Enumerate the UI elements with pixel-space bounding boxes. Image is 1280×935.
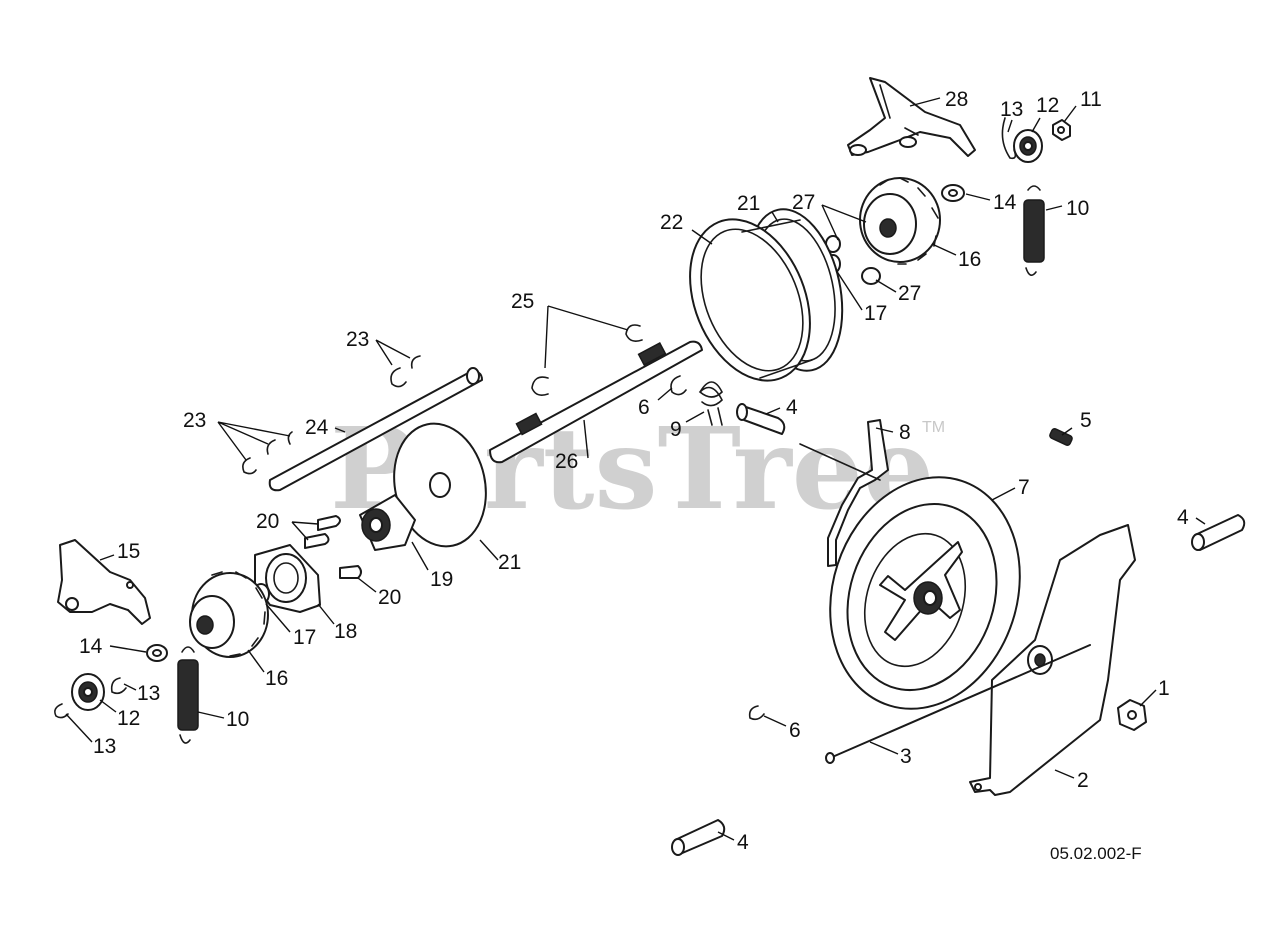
part-10-spring-upper bbox=[1023, 185, 1045, 276]
callout-19: 19 bbox=[430, 568, 453, 591]
callout-17-upper: 17 bbox=[864, 302, 887, 325]
part-15-bracket bbox=[57, 539, 151, 625]
part-12-bearing-lower bbox=[71, 673, 105, 711]
callout-10-upper: 10 bbox=[1066, 197, 1089, 220]
part-16-gear-lower bbox=[189, 571, 269, 658]
part-23-clip-b bbox=[410, 355, 421, 369]
part-20-pins-upper bbox=[304, 515, 341, 549]
callout-12-lower: 12 bbox=[117, 707, 140, 730]
part-23-clip-a bbox=[390, 367, 407, 388]
callout-15: 15 bbox=[117, 540, 140, 563]
part-23-clip-e bbox=[287, 431, 293, 445]
callout-18: 18 bbox=[334, 620, 357, 643]
callout-8: 8 bbox=[899, 421, 911, 444]
part-6-clip-lower bbox=[748, 705, 765, 721]
callout-23-upper: 23 bbox=[346, 328, 369, 351]
callout-25: 25 bbox=[511, 290, 534, 313]
part-16-gear-upper bbox=[859, 177, 941, 265]
part-4-tube-upper bbox=[736, 403, 786, 435]
part-8-link bbox=[799, 419, 889, 567]
callout-27-upper: 27 bbox=[792, 191, 815, 214]
callout-7: 7 bbox=[1018, 476, 1030, 499]
part-26-shaft bbox=[489, 340, 703, 464]
callout-26: 26 bbox=[555, 450, 578, 473]
part-11-nut bbox=[1052, 119, 1071, 141]
part-6-clip-upper bbox=[670, 375, 687, 396]
callout-9: 9 bbox=[670, 418, 682, 441]
callout-21-lower: 21 bbox=[498, 551, 521, 574]
part-28-bracket bbox=[847, 77, 976, 157]
part-3-rod bbox=[825, 644, 1091, 764]
callout-16-upper: 16 bbox=[958, 248, 981, 271]
part-2-side-plate bbox=[969, 524, 1136, 796]
part-9-spring bbox=[698, 381, 723, 426]
callout-13-upper: 13 bbox=[1000, 98, 1023, 121]
callout-3: 3 bbox=[900, 745, 912, 768]
callout-21-upper: 21 bbox=[737, 192, 760, 215]
part-19-hub bbox=[359, 494, 416, 551]
part-10-spring-lower bbox=[177, 646, 199, 744]
callout-24: 24 bbox=[305, 416, 329, 439]
callout-1: 1 bbox=[1158, 677, 1170, 700]
part-13-clip-lower-b bbox=[54, 703, 69, 719]
callout-10-lower: 10 bbox=[226, 708, 249, 731]
part-5-spring bbox=[1049, 428, 1073, 446]
part-23-clip-d bbox=[266, 439, 276, 455]
callout-22: 22 bbox=[660, 211, 683, 234]
callout-20-upper: 20 bbox=[256, 510, 279, 533]
part-13-clip-upper bbox=[1001, 117, 1017, 160]
part-25-clip-b bbox=[531, 376, 549, 396]
callout-17-lower: 17 bbox=[293, 626, 316, 649]
part-18-housing bbox=[254, 544, 321, 613]
callout-14-lower: 14 bbox=[79, 635, 103, 658]
part-4-tube-bottom bbox=[671, 819, 726, 856]
callout-13-lower-b: 13 bbox=[93, 735, 116, 758]
part-24-axle bbox=[268, 367, 483, 492]
part-23-clip-c bbox=[242, 457, 257, 475]
part-22-drum bbox=[689, 218, 813, 382]
callout-labels: 28 13 12 11 14 10 21 27 22 16 27 17 25 2… bbox=[79, 88, 1189, 854]
callout-23-lower: 23 bbox=[183, 409, 206, 432]
part-12-bearing-upper bbox=[1013, 129, 1043, 163]
callout-11: 11 bbox=[1080, 88, 1102, 111]
callout-28: 28 bbox=[945, 88, 968, 111]
watermark-trademark: TM bbox=[922, 419, 945, 436]
callout-5: 5 bbox=[1080, 409, 1092, 432]
part-13-clip-lower-a bbox=[110, 677, 127, 695]
callout-4-upper: 4 bbox=[786, 396, 798, 419]
part-21-disc-lower bbox=[393, 422, 487, 548]
callout-14-upper: 14 bbox=[993, 191, 1017, 214]
callout-4-bottom: 4 bbox=[737, 831, 749, 854]
part-27-washer-b bbox=[861, 267, 881, 285]
callout-12-upper: 12 bbox=[1036, 94, 1059, 117]
leader-lines bbox=[65, 97, 1206, 841]
callout-2: 2 bbox=[1077, 769, 1089, 792]
callout-6-lower: 6 bbox=[789, 719, 801, 742]
callout-4-right: 4 bbox=[1177, 506, 1189, 529]
callout-13-lower-a: 13 bbox=[137, 682, 160, 705]
part-25-clip-a bbox=[625, 324, 643, 342]
callout-27-lower: 27 bbox=[898, 282, 921, 305]
part-4-tube-right bbox=[1191, 514, 1246, 551]
part-20-pin-lower bbox=[339, 565, 362, 579]
callout-16-lower: 16 bbox=[265, 667, 288, 690]
callout-20-lower: 20 bbox=[378, 586, 401, 609]
drawing-code: 05.02.002-F bbox=[1050, 844, 1142, 863]
part-1-nut bbox=[1117, 699, 1147, 731]
callout-6-upper: 6 bbox=[638, 396, 650, 419]
part-7-wheel bbox=[829, 476, 1021, 710]
